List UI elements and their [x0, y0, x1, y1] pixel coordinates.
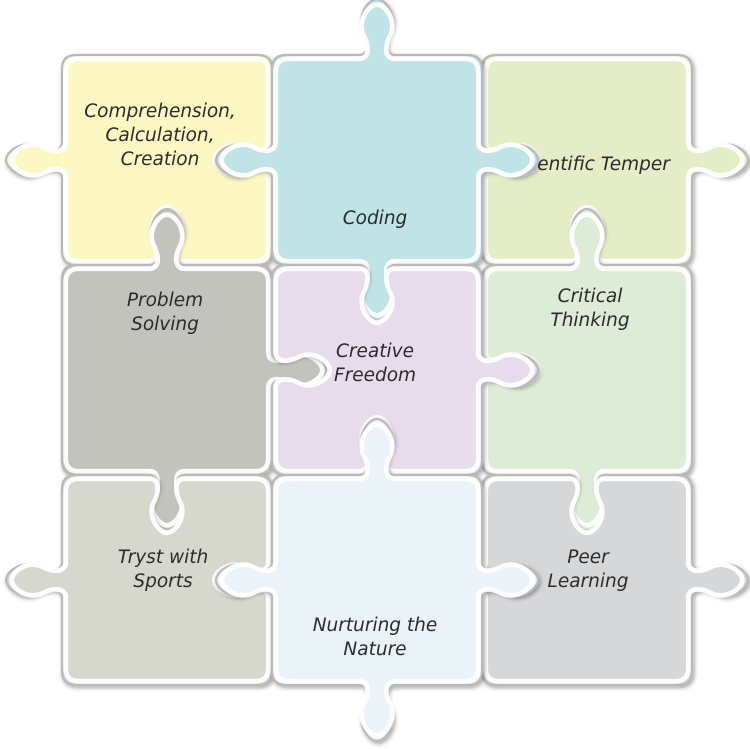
puzzle-piece-label: Comprehension,	[84, 101, 236, 122]
puzzle-piece-label: Nature	[343, 639, 406, 660]
puzzle-piece-label: Calculation,	[105, 125, 214, 146]
puzzle-piece-label: Creation	[121, 149, 200, 170]
puzzle-piece-bevel	[219, 2, 535, 318]
puzzle-piece-label: Problem	[127, 290, 203, 311]
puzzle-piece-label: Nurturing the	[313, 615, 438, 636]
puzzle-piece-bevel	[483, 56, 745, 264]
puzzle-piece-label: Learning	[548, 571, 629, 592]
puzzle-piece-label: Scientific Temper	[510, 154, 671, 175]
puzzle-piece-bevel	[483, 212, 691, 528]
puzzle-piece-label: Solving	[131, 314, 199, 335]
puzzle-piece-label: Coding	[343, 208, 408, 229]
puzzle-piece-label: Critical	[558, 286, 624, 307]
puzzle-piece-label: Tryst with	[118, 547, 208, 568]
puzzle-piece-label: Freedom	[334, 365, 416, 386]
puzzle-piece-label: Creative	[336, 341, 414, 362]
puzzle-piece-label: Peer	[567, 547, 610, 568]
puzzle-piece-label: Thinking	[550, 310, 629, 331]
puzzle-piece-bevel	[273, 266, 535, 474]
puzzle-piece-tl: Comprehension, Calculation, Creation	[4, 53, 274, 267]
puzzle-piece-bevel	[219, 422, 535, 738]
puzzle-piece-label: Sports	[133, 571, 193, 592]
puzzle-piece-tc: Coding	[214, 0, 540, 323]
